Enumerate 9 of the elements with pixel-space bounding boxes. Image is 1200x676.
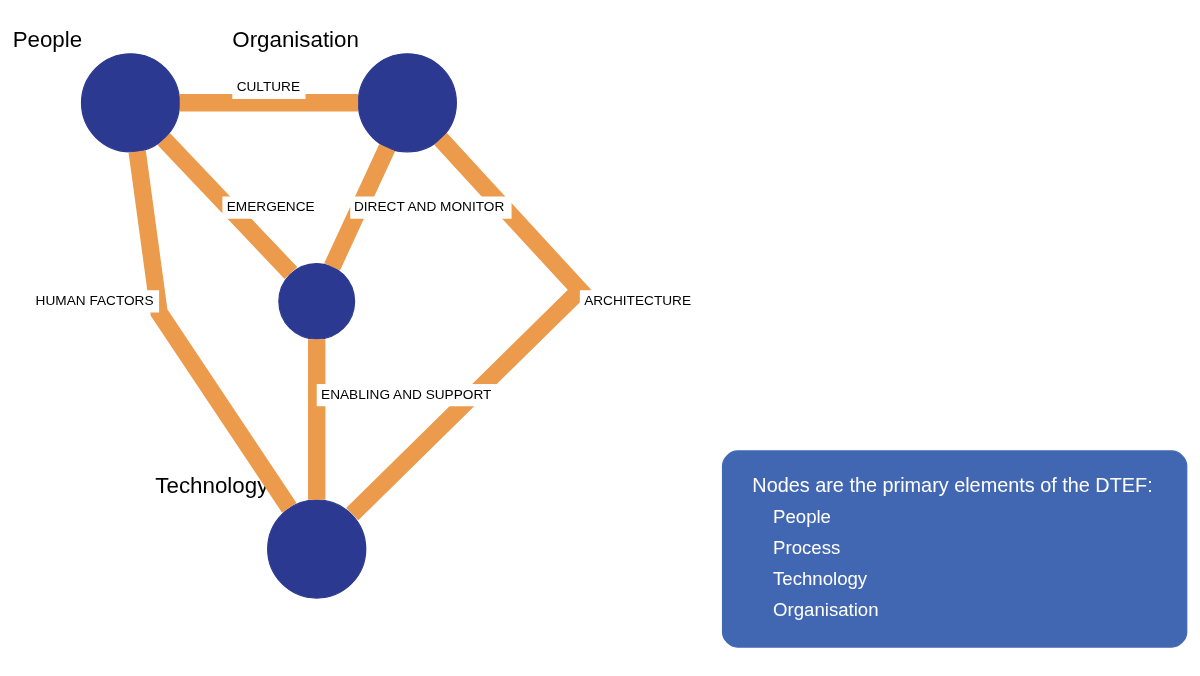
edge-label: EMERGENCE <box>226 199 315 215</box>
node-label: Technology <box>155 473 269 499</box>
node-label: Organisation <box>232 26 359 52</box>
edge-label: ARCHITECTURE <box>584 292 692 308</box>
edge-label: HUMAN FACTORS <box>35 292 154 308</box>
edge-label: ENABLING AND SUPPORT <box>321 386 492 402</box>
edge-label: CULTURE <box>236 79 301 95</box>
edge-label: DIRECT AND MONITOR <box>353 199 505 215</box>
node-label: People <box>12 26 83 52</box>
